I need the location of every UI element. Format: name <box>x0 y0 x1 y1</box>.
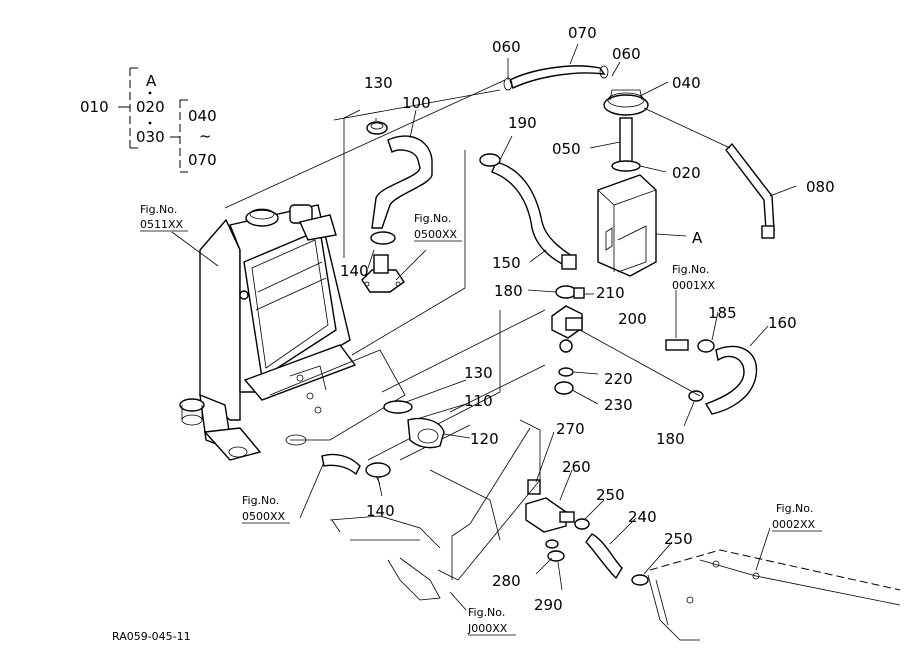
callout-120: 120 <box>470 430 499 448</box>
assembly-sub-first: 040 <box>188 107 217 125</box>
fig-ref-0002: 0002XX <box>772 518 816 531</box>
fig-label: Fig.No. <box>672 263 709 276</box>
assembly-tree: 010 A 020 030 040 ~ 070 <box>80 67 217 173</box>
assembly-child-a: 020 <box>136 98 165 116</box>
joint-200 <box>551 285 585 353</box>
callout-200: 200 <box>618 310 647 328</box>
fig-references: Fig.No. 0511XX Fig.No. 0500XX Fig.No. 00… <box>140 203 822 636</box>
callout-250b: 250 <box>664 530 693 548</box>
diagram-code: RA059-045-11 <box>112 630 191 643</box>
fig-ref-0500-top: 0500XX <box>414 228 458 241</box>
callout-020: 020 <box>672 164 701 182</box>
fig-ref-0001: 0001XX <box>672 279 716 292</box>
chassis-bottom <box>329 419 541 601</box>
callout-240: 240 <box>628 508 657 526</box>
hose-080 <box>725 142 775 239</box>
thermostat-cover <box>361 254 405 293</box>
fig-label: Fig.No. <box>242 494 279 507</box>
hose-160 <box>665 339 758 415</box>
callout-185: 185 <box>708 304 737 322</box>
callout-100: 100 <box>402 94 431 112</box>
hose-240 <box>574 518 649 586</box>
callout-290: 290 <box>534 596 563 614</box>
drain-valve <box>525 479 575 562</box>
fig-label: Fig.No. <box>776 502 813 515</box>
hose-140-lower <box>321 453 391 485</box>
callout-060a: 060 <box>492 38 521 56</box>
callout-150: 150 <box>492 254 521 272</box>
assembly-root: 010 <box>80 98 109 116</box>
callout-050: 050 <box>552 140 581 158</box>
callout-130b: 130 <box>464 364 493 382</box>
fig-label: Fig.No. <box>140 203 177 216</box>
oil-pan <box>647 549 901 641</box>
callout-140a: 140 <box>340 262 369 280</box>
assembly-ref-a: A <box>146 72 157 90</box>
fig-ref-j000: J000XX <box>467 622 508 635</box>
hose-150 <box>479 153 577 270</box>
reservoir-tank <box>597 174 657 277</box>
callout-260: 260 <box>562 458 591 476</box>
hose-070 <box>503 65 609 91</box>
callout-230: 230 <box>604 396 633 414</box>
callout-250a: 250 <box>596 486 625 504</box>
assembly-sub-last: 070 <box>188 151 217 169</box>
callout-270: 270 <box>556 420 585 438</box>
leader-lines <box>171 43 797 611</box>
callout-160: 160 <box>768 314 797 332</box>
assembly-child-b: 030 <box>136 128 165 146</box>
callout-130a: 130 <box>364 74 393 92</box>
callout-140b: 140 <box>366 502 395 520</box>
callout-190: 190 <box>508 114 537 132</box>
callout-labels: 060 070 060 040 130 100 190 050 020 080 … <box>340 24 835 614</box>
callout-220: 220 <box>604 370 633 388</box>
callout-110: 110 <box>464 392 493 410</box>
reservoir-cap <box>603 89 649 172</box>
fig-ref-0500-bottom: 0500XX <box>242 510 286 523</box>
fig-label: Fig.No. <box>414 212 451 225</box>
washer-220-230 <box>554 367 574 395</box>
callout-a: A <box>692 229 703 247</box>
callout-060b: 060 <box>612 45 641 63</box>
fig-label: Fig.No. <box>468 606 505 619</box>
callout-180b: 180 <box>656 430 685 448</box>
assembly-sub-tilde: ~ <box>199 127 212 145</box>
callout-280: 280 <box>492 572 521 590</box>
callout-180a: 180 <box>494 282 523 300</box>
radiator-assembly <box>179 204 406 461</box>
callout-210: 210 <box>596 284 625 302</box>
callout-070: 070 <box>568 24 597 42</box>
hose-110-120 <box>383 400 445 449</box>
fig-ref-0511: 0511XX <box>140 218 184 231</box>
callout-040: 040 <box>672 74 701 92</box>
hose-100 <box>366 121 433 245</box>
callout-080: 080 <box>806 178 835 196</box>
